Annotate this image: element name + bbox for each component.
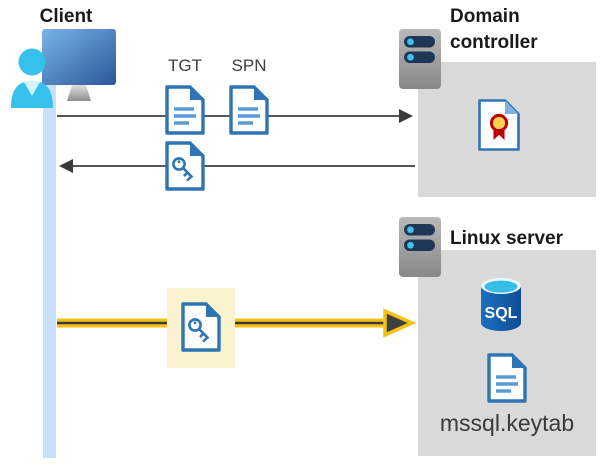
tgt-label: TGT	[168, 56, 202, 75]
spn-document-icon	[229, 85, 269, 135]
tgt-document-icon	[165, 85, 205, 135]
domain-controller-server-icon	[399, 29, 441, 89]
spn-label: SPN	[231, 56, 267, 75]
domain-controller-title: Domain controller	[450, 6, 538, 53]
tgt-request-arrow	[57, 109, 413, 123]
person-glyph	[11, 48, 53, 108]
ticket-response-arrow	[59, 159, 415, 173]
monitor-glyph	[42, 29, 116, 101]
sql-label: SQL	[485, 305, 518, 322]
certificate-icon	[478, 99, 520, 151]
linux-server-title: Linux server	[450, 228, 563, 249]
kerberos-ticket-arrow	[57, 308, 417, 338]
client-title: Client	[39, 6, 93, 27]
sql-database-icon: SQL	[481, 278, 521, 331]
linux-server-icon	[399, 217, 441, 277]
highlighted-ticket-key-icon	[181, 302, 221, 352]
client-computer-icon	[11, 29, 116, 108]
client-lifeline	[43, 85, 56, 458]
keytab-document-icon	[487, 353, 527, 403]
keytab-label: mssql.keytab	[439, 410, 575, 436]
ticket-key-icon	[165, 141, 205, 191]
